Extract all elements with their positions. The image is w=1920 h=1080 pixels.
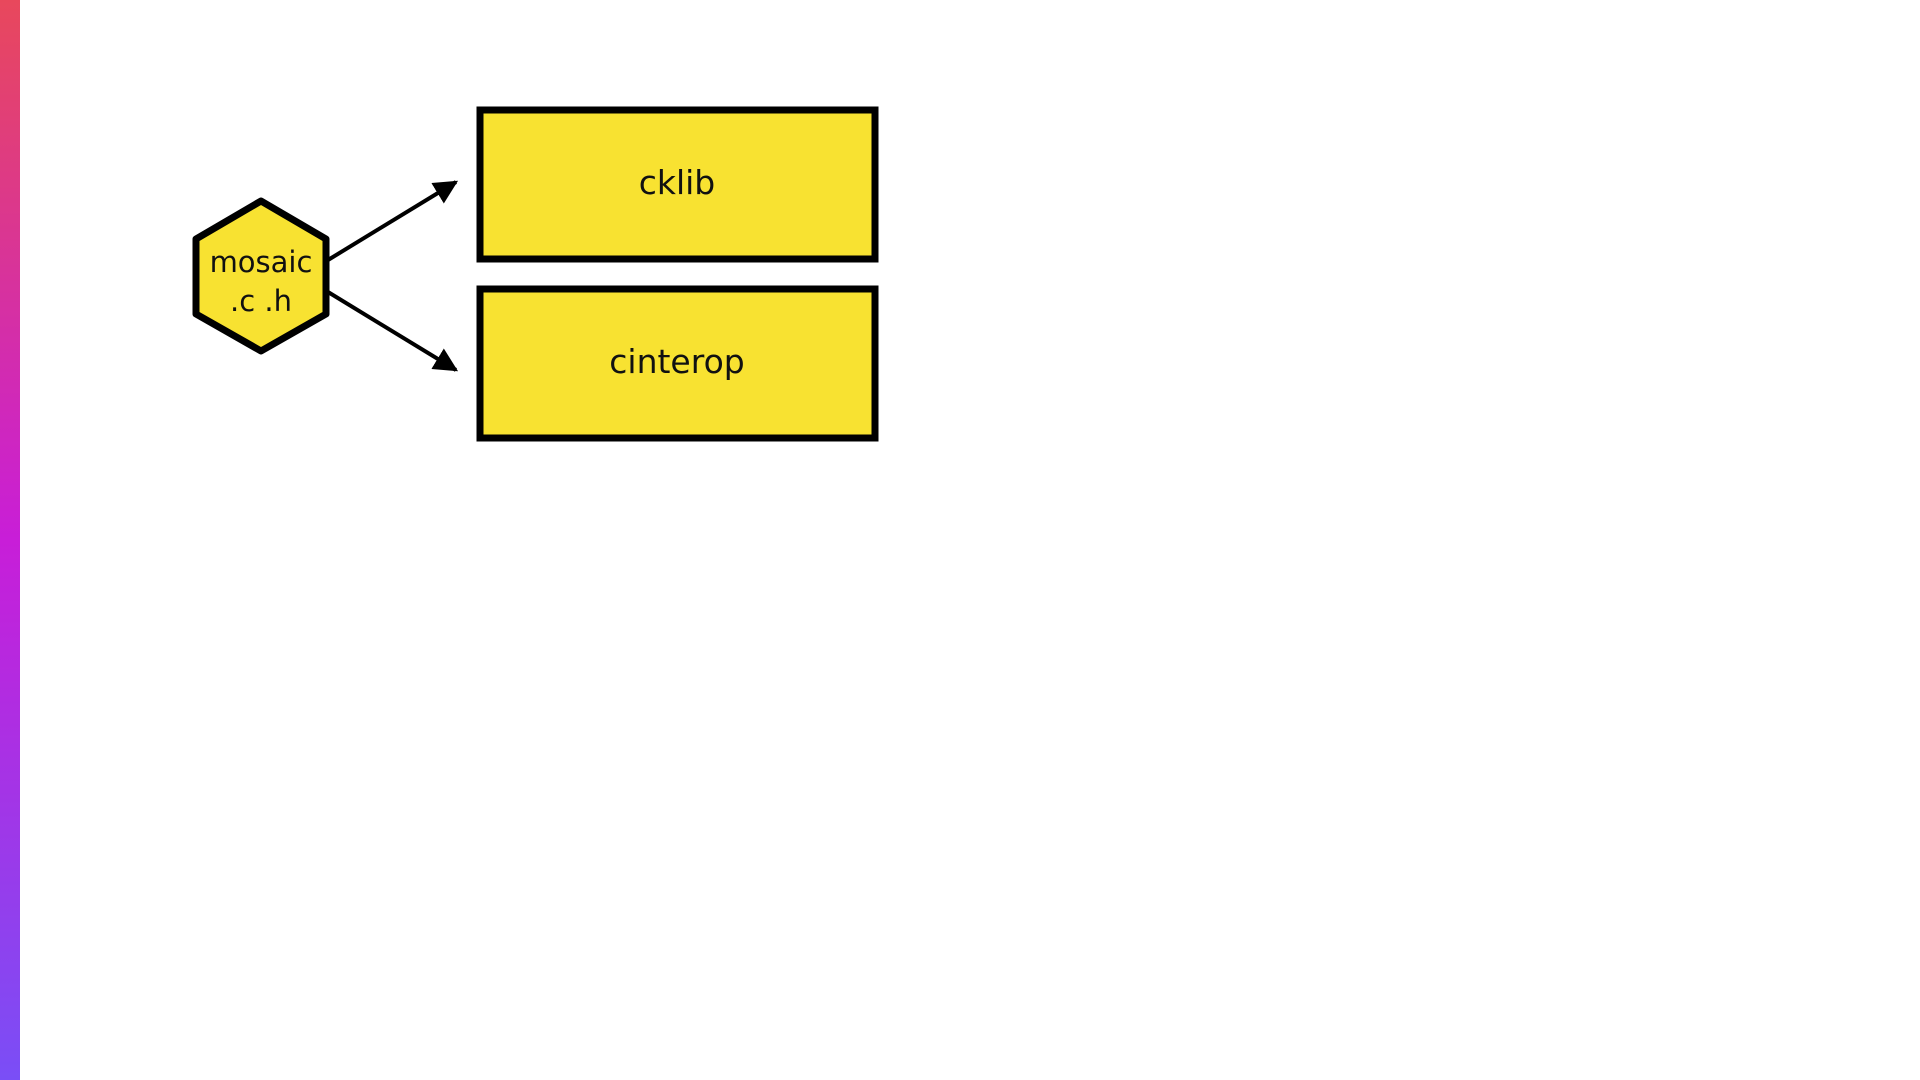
source-node-label-line2: .c .h	[230, 284, 292, 318]
target-label-cklib: cklib	[639, 163, 716, 202]
accent-bar	[0, 0, 20, 1080]
target-node-cklib[interactable]: cklib	[476, 106, 879, 263]
arrow-to-cklib	[326, 180, 459, 262]
target-box-cinterop	[476, 285, 879, 442]
arrow-to-cinterop	[326, 290, 459, 372]
source-node-label-line1: mosaic	[210, 245, 313, 279]
target-box-cklib	[476, 106, 879, 263]
source-node-mosaic[interactable]: mosaic .c .h	[192, 197, 330, 355]
hexagon-shape	[192, 197, 330, 355]
target-label-cinterop: cinterop	[609, 342, 744, 381]
target-node-cinterop[interactable]: cinterop	[476, 285, 879, 442]
